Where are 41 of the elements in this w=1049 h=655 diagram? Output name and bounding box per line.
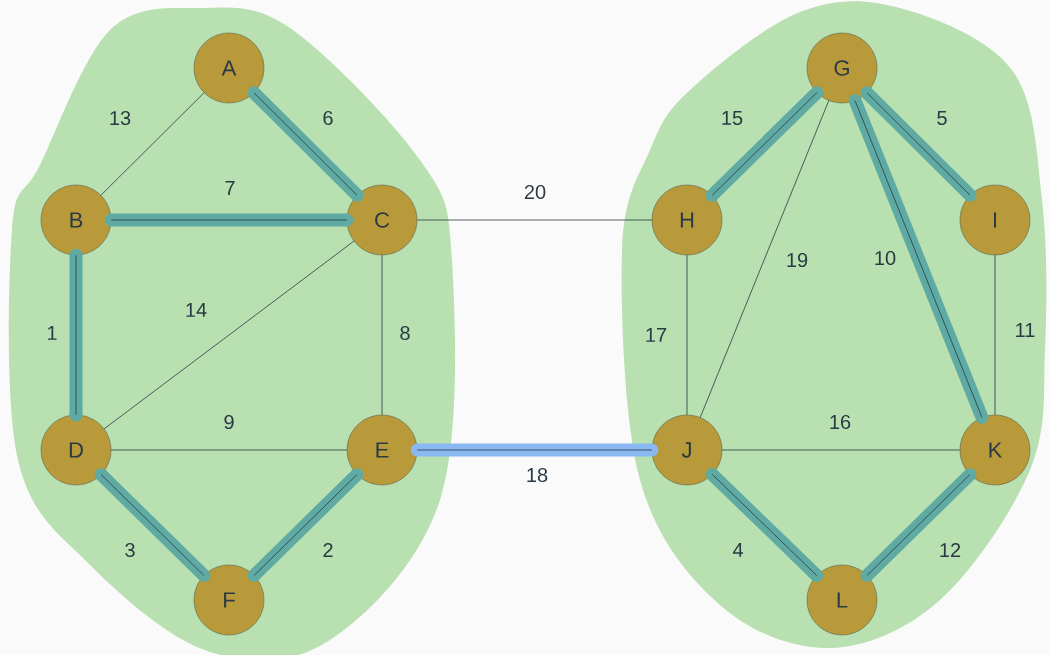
edge-label: 12 xyxy=(940,543,961,557)
edge-label: 16 xyxy=(830,414,851,430)
edge-line xyxy=(247,468,364,582)
edge-line xyxy=(705,86,824,202)
edge-label: 10 xyxy=(875,250,896,266)
edge-label: 14 xyxy=(186,303,207,317)
edge-line xyxy=(104,213,354,227)
edge-line xyxy=(686,254,688,416)
edge-line xyxy=(994,254,996,416)
edge-label: 1 xyxy=(47,326,57,340)
edge-line xyxy=(416,219,653,221)
edge-line xyxy=(103,240,355,430)
edge-line xyxy=(94,468,211,582)
highlight-region xyxy=(8,7,456,655)
edge-line xyxy=(247,86,364,202)
edge-label: 8 xyxy=(400,325,410,341)
edge-line xyxy=(705,467,824,582)
edge-label: 20 xyxy=(524,184,546,200)
edge-line xyxy=(699,100,830,418)
edge-label: 17 xyxy=(646,328,667,342)
edge-label: 6 xyxy=(323,110,333,126)
edge-line xyxy=(860,86,977,202)
edge-line xyxy=(69,248,83,422)
edge-line xyxy=(860,468,977,582)
edge-label: 18 xyxy=(527,467,548,483)
edge-label: 19 xyxy=(787,252,808,268)
edge-label: 15 xyxy=(722,111,743,125)
edge-line xyxy=(410,443,659,457)
edge-label: 2 xyxy=(323,543,333,557)
edge-label: 4 xyxy=(732,543,743,557)
edge-line xyxy=(100,92,205,196)
edge-label: 7 xyxy=(225,181,235,195)
edge-label: 9 xyxy=(224,414,234,430)
edge-line xyxy=(381,254,383,416)
edge-line xyxy=(721,449,961,451)
edge-line xyxy=(848,94,989,424)
edge-label: 5 xyxy=(937,111,947,125)
edge-label: 3 xyxy=(125,542,135,558)
edge-line xyxy=(110,449,348,451)
edge-label: 11 xyxy=(1016,323,1035,337)
edge-label: 13 xyxy=(110,110,131,126)
